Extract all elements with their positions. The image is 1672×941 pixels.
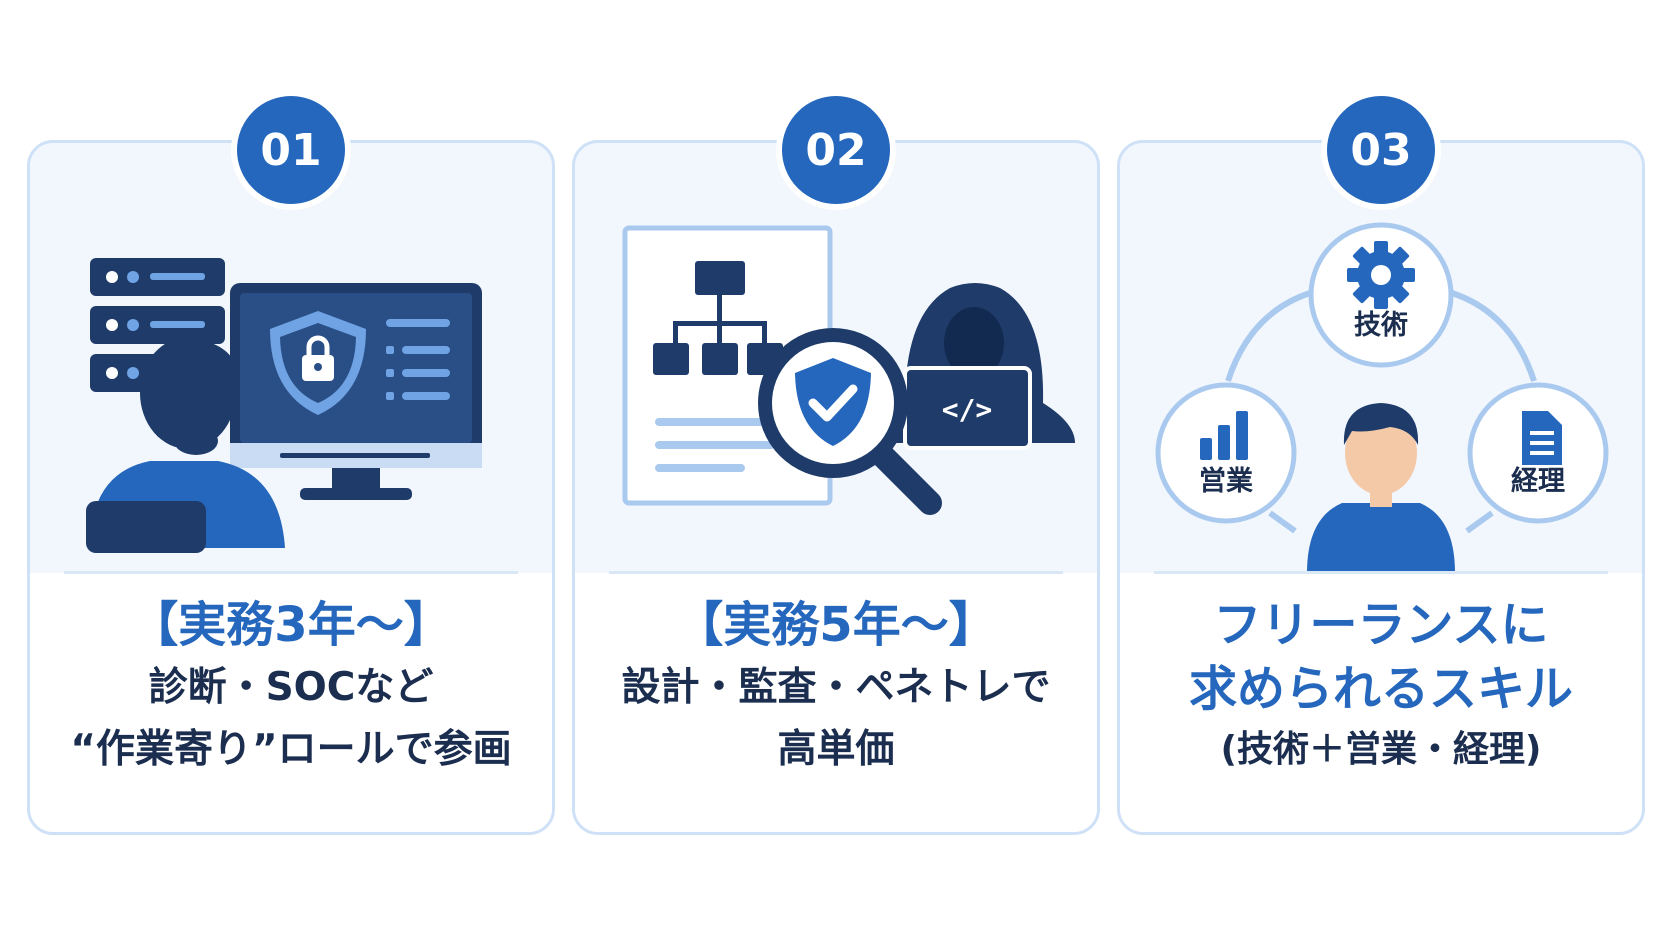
illustration-design-audit-pentest: </>	[622, 225, 1075, 515]
monitor-icon	[230, 283, 482, 500]
card-02: 02 </>	[572, 90, 1100, 835]
shield-check-icon	[795, 358, 871, 446]
card-title-line-2: 求められるスキル	[1188, 661, 1573, 717]
card-subtitle: (技術＋営業・経理)	[1220, 729, 1542, 770]
person-icon	[86, 337, 285, 553]
illustration-security-operator	[86, 258, 482, 553]
card-03: 03	[1117, 90, 1645, 835]
card-title: 【実務5年〜】	[675, 597, 997, 653]
card-line-2: 高単価	[777, 727, 895, 772]
number-badge: 03	[1321, 90, 1441, 210]
card-text: 【実務5年〜】 設計・監査・ペネトレで 高単価	[575, 593, 1097, 781]
divider	[64, 571, 518, 574]
card-title-line-1: フリーランスに	[1213, 597, 1549, 653]
card-line-2: “作業寄り”ロールで参画	[70, 727, 512, 772]
card-line-1: 設計・監査・ペネトレで	[621, 665, 1051, 710]
illustration-freelance-skills	[1155, 222, 1609, 573]
skill-label-sales: 営業	[1199, 466, 1253, 497]
number-badge: 02	[776, 90, 896, 210]
shield-lock-icon	[270, 311, 366, 415]
file-icon	[1522, 411, 1562, 465]
divider	[609, 571, 1063, 574]
bar-chart-icon	[1200, 411, 1248, 460]
card-01: 01	[27, 90, 555, 835]
number-badge: 01	[231, 90, 351, 210]
skill-label-tech: 技術	[1354, 310, 1408, 341]
card-text: フリーランスに 求められるスキル (技術＋営業・経理)	[1120, 593, 1642, 779]
card-line-1: 診断・SOCなど	[148, 665, 434, 710]
org-chart-icon	[653, 261, 783, 375]
laptop-code-icon: </>	[903, 366, 1032, 450]
card-title: 【実務3年〜】	[130, 597, 452, 653]
svg-text:</>: </>	[942, 393, 993, 426]
divider	[1154, 571, 1608, 574]
gear-icon	[1347, 241, 1415, 309]
skill-label-accounting: 経理	[1511, 466, 1565, 497]
person-icon	[1307, 403, 1455, 573]
card-text: 【実務3年〜】 診断・SOCなど “作業寄り”ロールで参画	[30, 593, 552, 781]
